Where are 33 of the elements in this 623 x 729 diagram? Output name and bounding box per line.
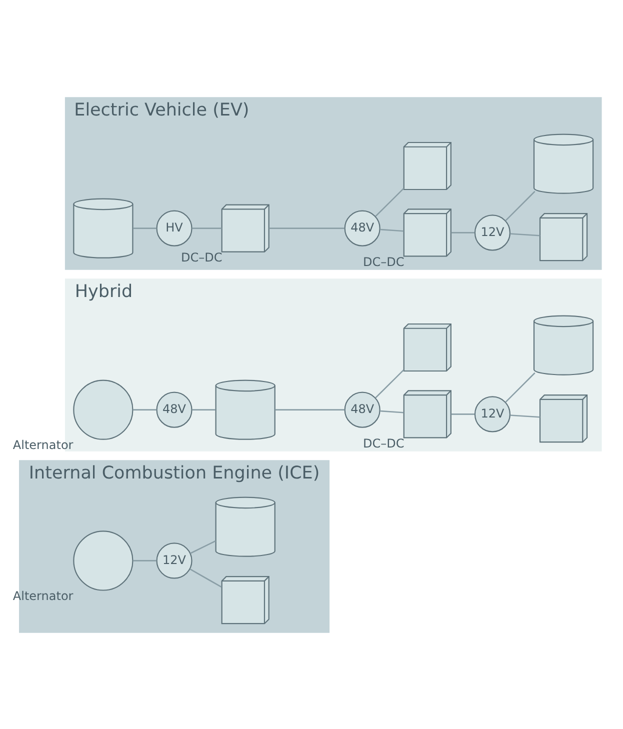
connector xyxy=(375,187,404,216)
connector xyxy=(380,228,404,232)
node-label: DC–DC xyxy=(363,254,404,268)
connector xyxy=(505,190,536,221)
connector xyxy=(275,408,345,410)
node-label: DC–DC xyxy=(180,250,222,264)
connector xyxy=(133,408,156,410)
node-circle: 12V xyxy=(156,542,192,578)
connector xyxy=(380,410,404,413)
connector xyxy=(192,408,216,410)
connector xyxy=(192,227,222,228)
connector xyxy=(505,372,536,402)
connector xyxy=(190,540,216,554)
connector xyxy=(451,413,475,414)
connector xyxy=(510,414,540,418)
node-circle xyxy=(73,379,134,440)
connector xyxy=(133,560,156,561)
node-circle: 48V xyxy=(344,391,380,428)
node-circle: 48V xyxy=(156,391,192,428)
connector xyxy=(269,227,345,228)
connector xyxy=(510,232,540,236)
connector xyxy=(451,232,475,233)
node-circle: 12V xyxy=(474,214,510,250)
node-label: Alternator xyxy=(12,437,74,452)
connector xyxy=(133,227,156,228)
connector xyxy=(375,368,404,398)
node-circle: 48V xyxy=(344,210,380,246)
connector xyxy=(190,568,222,588)
node-circle: HV xyxy=(156,210,192,246)
node-circle: 12V xyxy=(474,396,510,432)
node-label: DC–DC xyxy=(363,436,404,450)
node-circle xyxy=(73,530,134,590)
node-label: Alternator xyxy=(12,588,74,602)
